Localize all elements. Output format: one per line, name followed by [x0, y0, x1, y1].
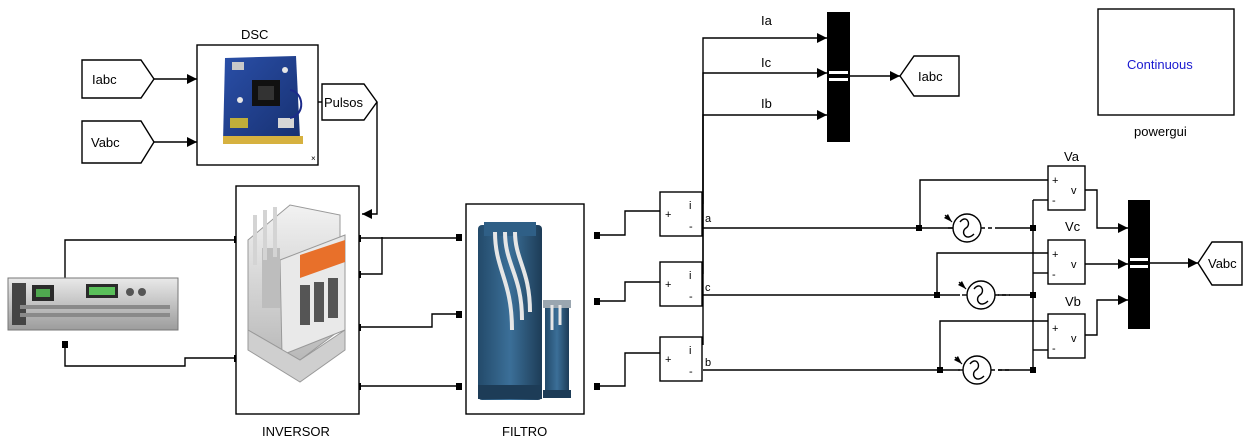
arrowheads: [187, 33, 1198, 305]
svg-text:v: v: [1071, 259, 1077, 271]
svg-text:+: +: [1052, 175, 1058, 187]
port-a-label: a: [705, 213, 712, 225]
svg-text:-: -: [1052, 195, 1056, 207]
svg-text:-: -: [1052, 343, 1056, 355]
filtro-block[interactable]: FILTRO: [465, 203, 585, 439]
transformer-image: [478, 222, 571, 400]
from-tag-vabc[interactable]: Vabc: [81, 120, 155, 164]
goto-tag-vabc-label: Vabc: [1208, 256, 1237, 271]
goto-tag-iabc-label: Iabc: [918, 69, 943, 84]
from-tag-iabc[interactable]: Iabc: [81, 59, 155, 99]
dc-power-supply[interactable]: [7, 277, 179, 331]
svg-text:-: -: [689, 291, 693, 303]
goto-tag-pulsos[interactable]: Pulsos: [321, 83, 378, 121]
inverter-image: [247, 204, 346, 383]
powergui-title: powergui: [1134, 124, 1187, 139]
svg-text:+: +: [665, 209, 671, 221]
svg-text:+: +: [1052, 249, 1058, 261]
svg-text:i: i: [689, 270, 691, 282]
svg-text:-: -: [1052, 269, 1056, 281]
inversor-title: INVERSOR: [262, 424, 330, 439]
mux-voltages[interactable]: [1128, 200, 1150, 329]
current-measurement-c[interactable]: + i - c: [659, 261, 711, 307]
svg-text:i: i: [689, 345, 691, 357]
dsc-board-image: [223, 56, 303, 144]
current-measurement-b[interactable]: + i - b: [659, 336, 711, 382]
goto-tag-vabc[interactable]: Vabc: [1197, 241, 1243, 286]
powergui-solver-text: Continuous: [1127, 57, 1193, 72]
voltage-measurement-b[interactable]: + - v: [1047, 313, 1086, 359]
dsc-title: DSC: [241, 27, 268, 42]
signal-label-va: Va: [1064, 149, 1080, 164]
svg-text:i: i: [689, 200, 691, 212]
voltage-sensor-b[interactable]: [954, 355, 1010, 385]
goto-tag-pulsos-label: Pulsos: [324, 95, 364, 110]
voltage-measurement-a[interactable]: + - v: [1047, 165, 1086, 211]
mux-currents[interactable]: [827, 12, 850, 142]
svg-text:+: +: [665, 279, 671, 291]
signal-label-vb: Vb: [1065, 294, 1081, 309]
signal-label-ia: Ia: [761, 13, 773, 28]
svg-text:v: v: [1071, 333, 1077, 345]
voltage-measurement-c[interactable]: + - v: [1047, 239, 1086, 285]
from-tag-iabc-label: Iabc: [92, 72, 117, 87]
svg-text:+: +: [1052, 323, 1058, 335]
dsc-corner-mark: ×: [311, 154, 316, 163]
voltage-sensor-c[interactable]: [958, 280, 1010, 310]
filtro-title: FILTRO: [502, 424, 547, 439]
signal-label-vc: Vc: [1065, 219, 1081, 234]
port-b-label: b: [705, 357, 711, 369]
port-c-label: c: [705, 282, 711, 294]
inversor-block[interactable]: INVERSOR: [235, 185, 360, 439]
svg-text:v: v: [1071, 185, 1077, 197]
signal-label-ic: Ic: [761, 55, 772, 70]
powergui-block[interactable]: Continuous powergui: [1097, 8, 1235, 139]
voltage-sensor-a[interactable]: [944, 213, 998, 243]
svg-text:+: +: [665, 354, 671, 366]
dsc-block[interactable]: DSC ×: [196, 27, 319, 166]
svg-text:-: -: [689, 221, 693, 233]
svg-text:-: -: [689, 366, 693, 378]
signal-label-ib: Ib: [761, 96, 772, 111]
goto-tag-iabc[interactable]: Iabc: [899, 55, 960, 97]
from-tag-vabc-label: Vabc: [91, 135, 120, 150]
current-measurement-a[interactable]: + i - a: [659, 191, 712, 237]
